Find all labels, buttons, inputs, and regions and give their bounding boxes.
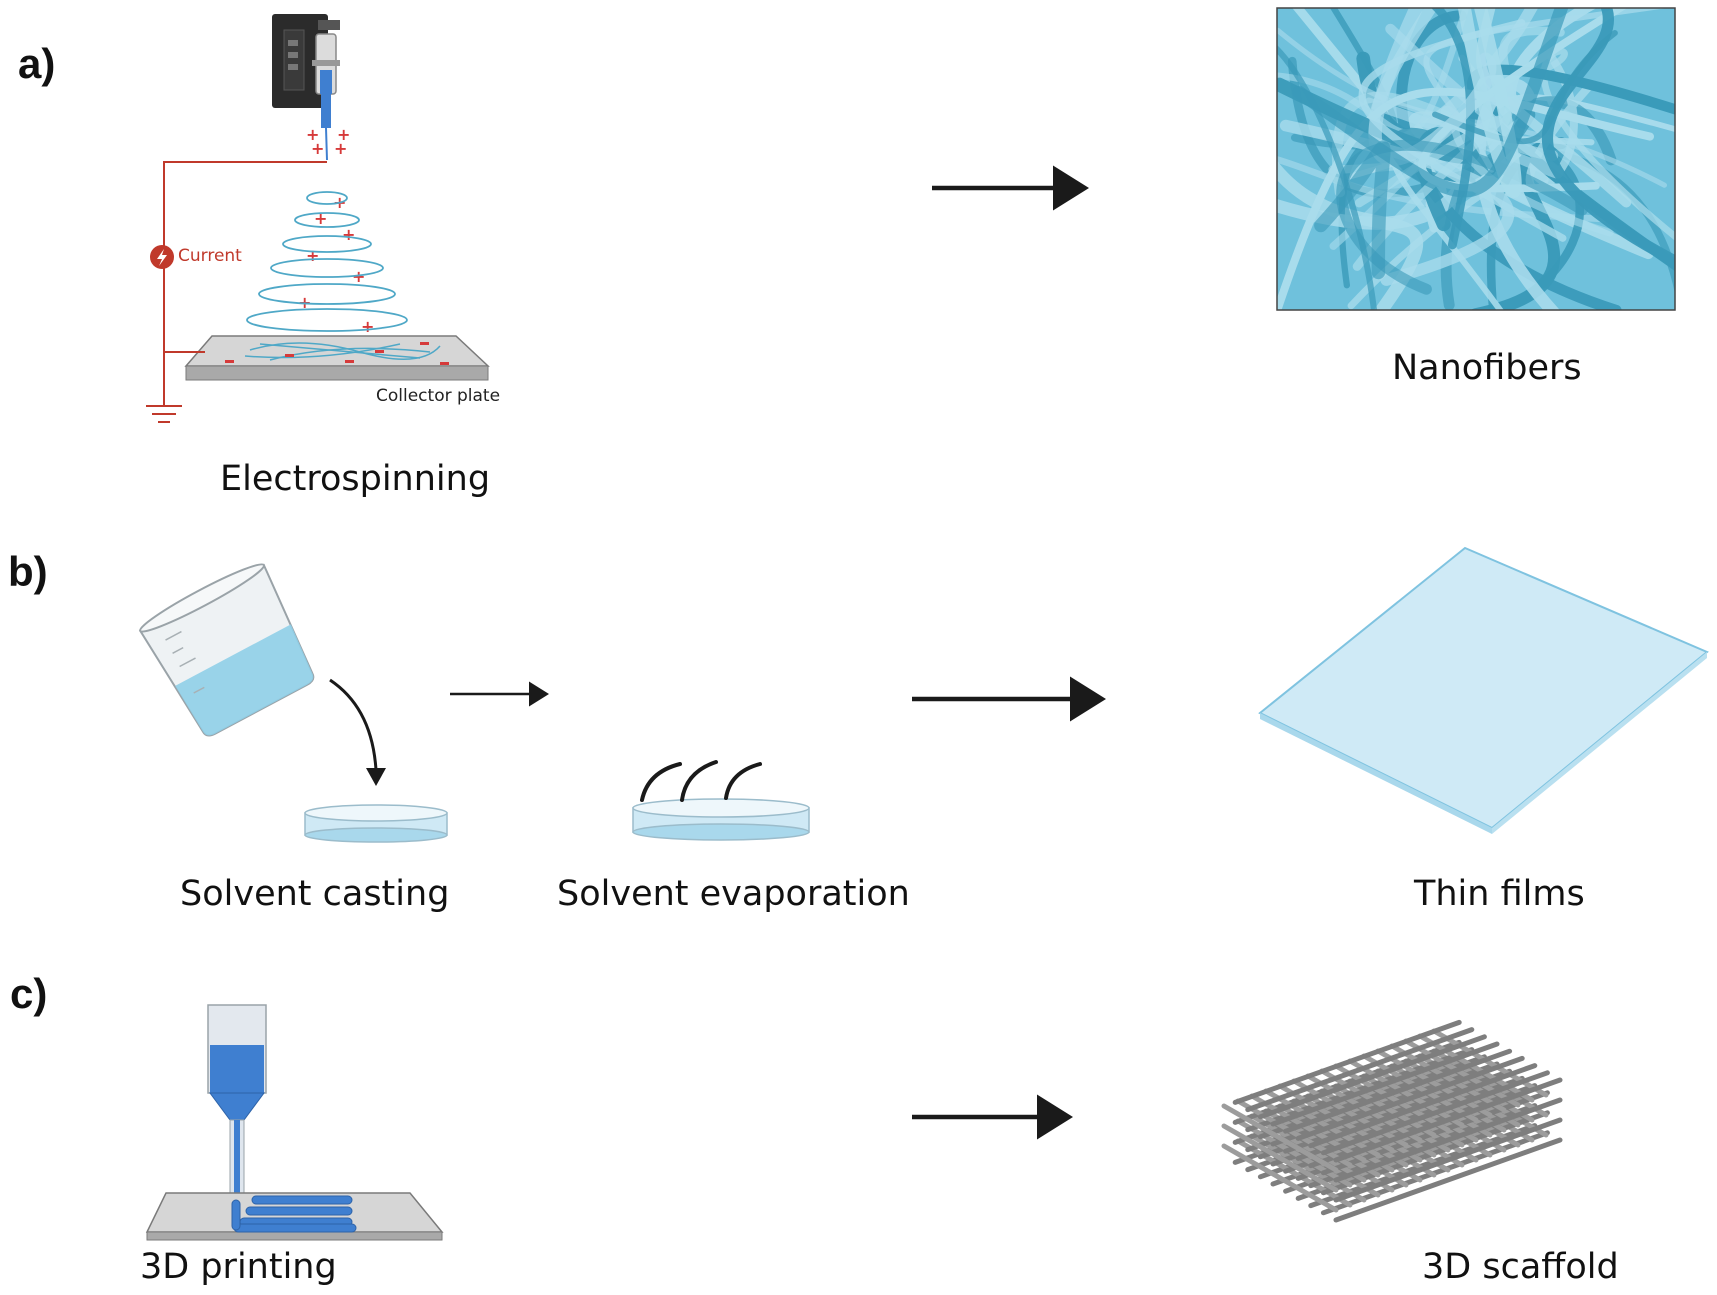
scaffold-rod — [1235, 1098, 1353, 1168]
panel-label-b: b) — [8, 548, 48, 595]
svg-text:+: + — [342, 225, 355, 244]
scaffold-rod — [1347, 1058, 1465, 1128]
svg-text:+: + — [337, 125, 350, 144]
svg-text:+: + — [311, 139, 324, 158]
collector-plate — [184, 335, 490, 381]
scaffold-rod — [1417, 1033, 1535, 1103]
syringe-pump-icon — [272, 14, 340, 161]
scaffold-rod — [1235, 1138, 1353, 1208]
solvent-casting-caption: Solvent casting — [180, 874, 450, 914]
scaffold-rod — [1320, 1070, 1550, 1156]
scaffold-rod — [1221, 1123, 1339, 1193]
scaffold-rod — [1295, 1055, 1525, 1141]
nanofiber-strand — [1430, 8, 1475, 250]
svg-text:+: + — [361, 317, 374, 336]
nanofiber-strand — [1457, 8, 1522, 198]
scaffold-rod — [1232, 1019, 1462, 1105]
scaffold-rod — [1375, 1048, 1493, 1118]
nanofiber-mesh-icon — [1276, 7, 1676, 311]
scaffold-rod — [1249, 1133, 1367, 1203]
scaffold-rod — [1319, 1068, 1437, 1138]
current-icon — [150, 245, 174, 269]
svg-text:+: + — [298, 293, 311, 312]
scaffold-rod — [1431, 1028, 1549, 1098]
scaffold-rod — [1308, 1063, 1538, 1149]
nanofiber-strand — [1279, 119, 1515, 286]
scaffold-icon — [1221, 1019, 1563, 1223]
scaffold-rod — [1361, 1053, 1479, 1123]
petri-dish-icon — [304, 804, 448, 843]
steam-icon — [640, 760, 762, 802]
scaffold-rod — [1235, 1118, 1353, 1188]
scaffold-rod — [1283, 1048, 1513, 1134]
scaffold-rod — [1333, 1137, 1563, 1223]
scaffold-rod — [1291, 1078, 1409, 1148]
scaffold-rod — [1245, 1027, 1475, 1113]
thin-film-icon — [1258, 546, 1709, 834]
electrospinning-caption: Electrospinning — [220, 459, 491, 499]
scaffold-rod — [1403, 1038, 1521, 1108]
scaffold-rod — [1270, 1041, 1500, 1127]
scaffold-rod — [1221, 1143, 1339, 1213]
scaffold-rod — [1305, 1073, 1423, 1143]
nanofiber-strand — [1277, 45, 1377, 310]
current-label: Current — [178, 246, 242, 266]
panel-label-a: a) — [18, 40, 56, 87]
printed-strands — [231, 1195, 357, 1233]
beaker-icon — [138, 563, 386, 786]
scaffold-rod — [1257, 1034, 1487, 1120]
nanofiber-strand — [1277, 87, 1654, 310]
svg-text:+: + — [352, 267, 365, 286]
scaffold-rod — [1221, 1103, 1339, 1173]
nanofibers-caption: Nanofibers — [1392, 348, 1582, 388]
nanofiber-strand — [1368, 8, 1497, 166]
collector-plate-label: Collector plate — [376, 386, 501, 406]
scaffold-rod — [1389, 1043, 1507, 1113]
scaffold-rod — [1249, 1113, 1367, 1183]
scaffold-rod — [1333, 1097, 1563, 1183]
svg-text:+: + — [306, 246, 319, 265]
svg-text:+: + — [314, 209, 327, 228]
nanofiber-strand — [1292, 8, 1569, 198]
scaffold-rod — [1333, 1117, 1563, 1203]
solvent-evaporation-caption: Solvent evaporation — [557, 874, 910, 914]
thin-films-caption: Thin films — [1414, 874, 1585, 914]
nanofiber-strand — [1314, 140, 1391, 280]
circuit-wire — [146, 161, 327, 423]
panel-label-c: c) — [10, 970, 48, 1017]
scaffold-rod — [1277, 1083, 1395, 1153]
scaffold-rod — [1333, 1063, 1451, 1133]
scaffold-rod — [1333, 1077, 1563, 1163]
printer-nozzle-icon — [207, 1004, 267, 1212]
3d-scaffold-caption: 3D scaffold — [1422, 1247, 1619, 1287]
scaffold-rod — [1249, 1093, 1367, 1163]
evaporation-dish-icon — [632, 798, 810, 841]
3d-printing-caption: 3D printing — [140, 1247, 337, 1287]
fiber-jet-spiral — [246, 191, 408, 332]
svg-text:+: + — [306, 125, 319, 144]
svg-text:+: + — [334, 139, 347, 158]
scaffold-rod — [1263, 1088, 1381, 1158]
